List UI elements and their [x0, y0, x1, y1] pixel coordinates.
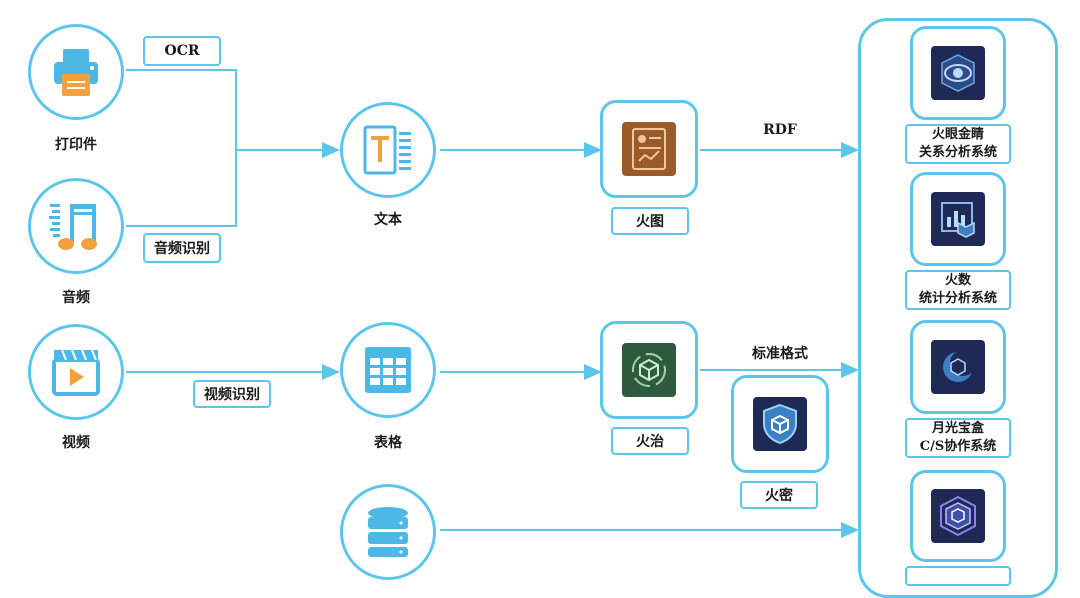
- huozhi-node[interactable]: [600, 321, 698, 419]
- connector-lines: [126, 69, 859, 538]
- huomi-node[interactable]: [731, 375, 829, 473]
- printer-node[interactable]: [28, 24, 124, 120]
- system-label-2-line2: 统计分析系统: [918, 291, 997, 306]
- tool-label-huomi: 火密: [740, 481, 818, 509]
- system-label-1: 火眼金睛 关系分析系统: [905, 124, 1011, 164]
- system-4-node[interactable]: [910, 470, 1006, 562]
- system-label-2-line1: 火数: [944, 273, 971, 288]
- data-label-table: 表格: [374, 435, 402, 451]
- eye-icon: [931, 46, 985, 100]
- table-node[interactable]: [340, 322, 436, 418]
- huotu-node[interactable]: [600, 100, 698, 198]
- system-label-2: 火数 统计分析系统: [905, 270, 1011, 310]
- source-label-audio: 音频: [62, 290, 90, 306]
- edge-label-standard-format: 标准格式: [752, 346, 808, 362]
- data-label-text: 文本: [374, 212, 402, 228]
- tool-label-huotu: 火图: [611, 207, 689, 235]
- hexagon-cube-icon: [931, 489, 985, 543]
- shield-cube-icon: [753, 397, 807, 451]
- edge-label-rdf: RDF: [763, 122, 797, 138]
- system-label-1-line2: 关系分析系统: [918, 145, 997, 160]
- system-huoshu-node[interactable]: [910, 172, 1006, 266]
- system-label-3-line1: 月光宝盒: [931, 421, 984, 436]
- audio-node[interactable]: [28, 178, 124, 274]
- chart-document-icon: [622, 122, 676, 176]
- speech-recognition-tag: 音频识别: [143, 233, 221, 263]
- cube-cycle-icon: [622, 343, 676, 397]
- video-node[interactable]: [28, 324, 124, 420]
- source-label-printer: 打印件: [55, 137, 97, 153]
- system-label-3: 月光宝盒 C/S协作系统: [905, 418, 1011, 458]
- database-node[interactable]: [340, 484, 436, 580]
- table-grid-icon: [365, 347, 411, 393]
- printer-icon: [54, 49, 98, 96]
- tool-label-huozhi: 火治: [611, 427, 689, 455]
- moon-icon: [931, 340, 985, 394]
- music-note-icon: [49, 204, 97, 250]
- text-document-icon: [363, 125, 411, 175]
- video-recognition-tag: 视频识别: [193, 380, 271, 408]
- database-icon: [368, 507, 408, 557]
- system-huoyanjinjing-node[interactable]: [910, 26, 1006, 120]
- bar-chart-icon: [931, 192, 985, 246]
- system-yueguangbaohe-node[interactable]: [910, 320, 1006, 414]
- text-node[interactable]: [340, 102, 436, 198]
- system-label-3-line2: C/S协作系统: [919, 439, 997, 454]
- ocr-tag: OCR: [143, 36, 221, 66]
- system-label-4: [905, 566, 1011, 586]
- system-label-1-line1: 火眼金睛: [931, 127, 984, 142]
- video-clapper-icon: [52, 349, 100, 396]
- source-label-video: 视频: [62, 435, 90, 451]
